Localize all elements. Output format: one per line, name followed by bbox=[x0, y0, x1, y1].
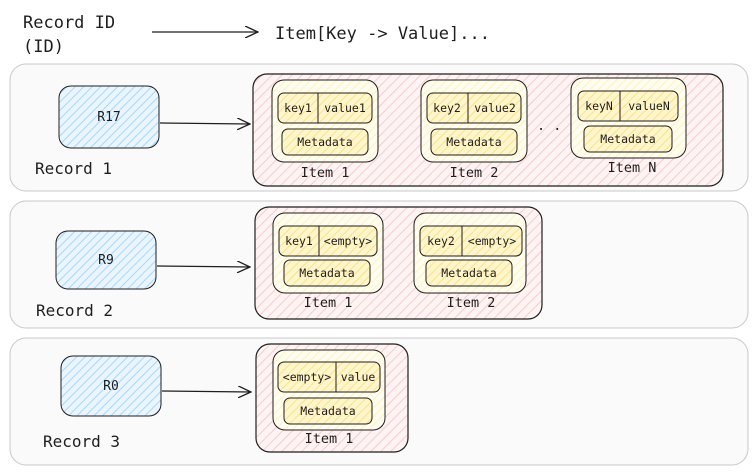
record-3-item-1: <empty> value Metadata Item 1 bbox=[272, 349, 386, 447]
record-1-id: R17 bbox=[97, 110, 120, 125]
key-value-box bbox=[577, 90, 679, 122]
item-value: valueN bbox=[628, 99, 670, 113]
key-value-box bbox=[277, 361, 381, 393]
item-key: key1 bbox=[285, 234, 313, 248]
metadata-box bbox=[425, 259, 513, 287]
item-value: value bbox=[341, 370, 376, 384]
legend-id-line1: Record ID bbox=[23, 13, 115, 33]
item-metadata: Metadata bbox=[441, 266, 496, 280]
record-1-ellipsis: . . bbox=[537, 118, 561, 134]
metadata-box bbox=[283, 397, 373, 425]
record-3-id: R0 bbox=[103, 379, 119, 394]
key-value-box bbox=[278, 225, 378, 257]
item-caption: Item 2 bbox=[450, 165, 499, 181]
record-1: R17 Record 1 key1 value1 Metadata Item 1… bbox=[9, 63, 749, 192]
key-value-box bbox=[419, 225, 523, 257]
record-3: R0 Record 3 <empty> value Metadata Item … bbox=[9, 337, 749, 466]
item-metadata: Metadata bbox=[297, 135, 352, 149]
item-value: value2 bbox=[474, 101, 516, 115]
record-2-id-box bbox=[55, 230, 157, 290]
record-1-item-2: key2 value2 Metadata Item 2 bbox=[420, 79, 528, 181]
record-1-arrow bbox=[159, 123, 250, 124]
record-1-label: Record 1 bbox=[35, 159, 112, 178]
metadata-box bbox=[583, 125, 673, 153]
item-caption: Item 1 bbox=[301, 165, 350, 181]
record-2: R9 Record 2 key1 <empty> Metadata Item 1… bbox=[9, 200, 749, 329]
item-caption: Item 1 bbox=[305, 431, 354, 447]
record-1-id-box bbox=[58, 85, 160, 149]
record-2-item-2: key2 <empty> Metadata Item 2 bbox=[413, 212, 527, 311]
record-1-item-1: key1 value1 Metadata Item 1 bbox=[271, 79, 379, 181]
record-1-item-n: keyN valueN Metadata Item N bbox=[570, 77, 687, 176]
item-metadata: Metadata bbox=[300, 404, 355, 418]
record-2-item-1: key1 <empty> Metadata Item 1 bbox=[272, 212, 384, 311]
metadata-box bbox=[283, 259, 371, 287]
legend: Record ID (ID) Item[Key -> Value]... bbox=[23, 13, 490, 57]
legend-item-desc: Item[Key -> Value]... bbox=[275, 24, 490, 44]
item-key: <empty> bbox=[283, 370, 332, 384]
item-metadata: Metadata bbox=[600, 132, 655, 146]
item-metadata: Metadata bbox=[446, 135, 501, 149]
item-value: value1 bbox=[324, 101, 366, 115]
item-key: key2 bbox=[433, 101, 461, 115]
item-key: key2 bbox=[427, 234, 455, 248]
record-2-id: R9 bbox=[98, 253, 114, 268]
legend-id-line2: (ID) bbox=[23, 37, 64, 57]
record-3-arrow bbox=[161, 391, 251, 392]
key-value-box bbox=[277, 92, 373, 124]
item-caption: Item 2 bbox=[447, 295, 496, 311]
item-value: <empty> bbox=[468, 234, 517, 248]
record-2-arrow bbox=[156, 266, 250, 267]
record-2-label: Record 2 bbox=[36, 301, 113, 320]
item-value: <empty> bbox=[324, 234, 373, 248]
item-metadata: Metadata bbox=[299, 266, 354, 280]
record-3-label: Record 3 bbox=[43, 432, 120, 451]
metadata-box bbox=[430, 128, 518, 156]
item-caption: Item N bbox=[608, 160, 657, 176]
item-caption: Item 1 bbox=[304, 295, 353, 311]
item-key: key1 bbox=[284, 101, 312, 115]
key-value-box bbox=[426, 92, 522, 124]
record-3-id-box bbox=[60, 355, 162, 417]
metadata-box bbox=[281, 128, 369, 156]
item-key: keyN bbox=[585, 99, 613, 113]
